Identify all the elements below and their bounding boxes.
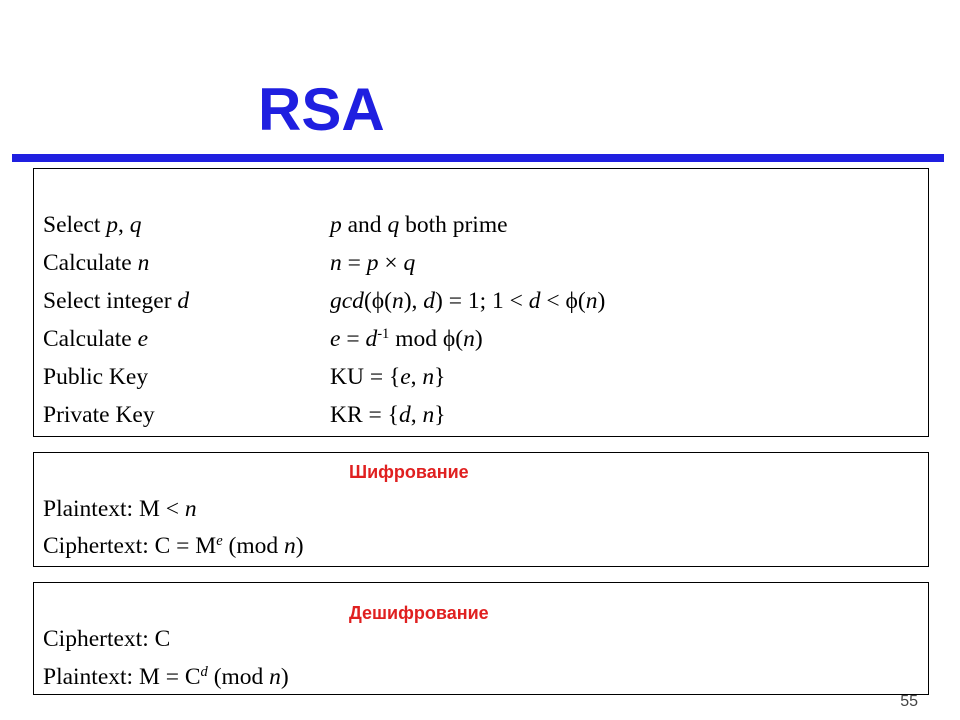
kg-label: Select integer d (43, 288, 190, 314)
encryption-title: Шифрование (349, 462, 469, 482)
key-generation-box: Select p, q p and q both prime Calculate… (33, 168, 929, 437)
kg-label: Calculate n (43, 250, 150, 276)
kg-value: gcd(ϕ(n), d) = 1; 1 < d < ϕ(n) (330, 288, 606, 314)
kg-value: e = d-1 mod ϕ(n) (330, 326, 483, 352)
decryption-title: Дешифрование (349, 603, 489, 623)
kg-value: KU = {e, n} (330, 364, 446, 390)
kg-label: Private Key (43, 402, 155, 428)
kg-label: Select p, q (43, 212, 142, 238)
page-number: 55 (900, 693, 918, 710)
slide-title: RSA (258, 76, 385, 143)
kg-value: KR = {d, n} (330, 402, 446, 428)
encryption-box: Шифрование Plaintext: M < n Ciphertext: … (33, 452, 929, 567)
kg-value: p and q both prime (330, 212, 508, 238)
title-underline (12, 154, 944, 162)
kg-value: n = p × q (330, 250, 416, 276)
kg-label: Calculate e (43, 326, 149, 352)
kg-label: Public Key (43, 364, 149, 390)
decryption-box: Дешифрование Ciphertext: C Plaintext: M … (33, 582, 929, 695)
